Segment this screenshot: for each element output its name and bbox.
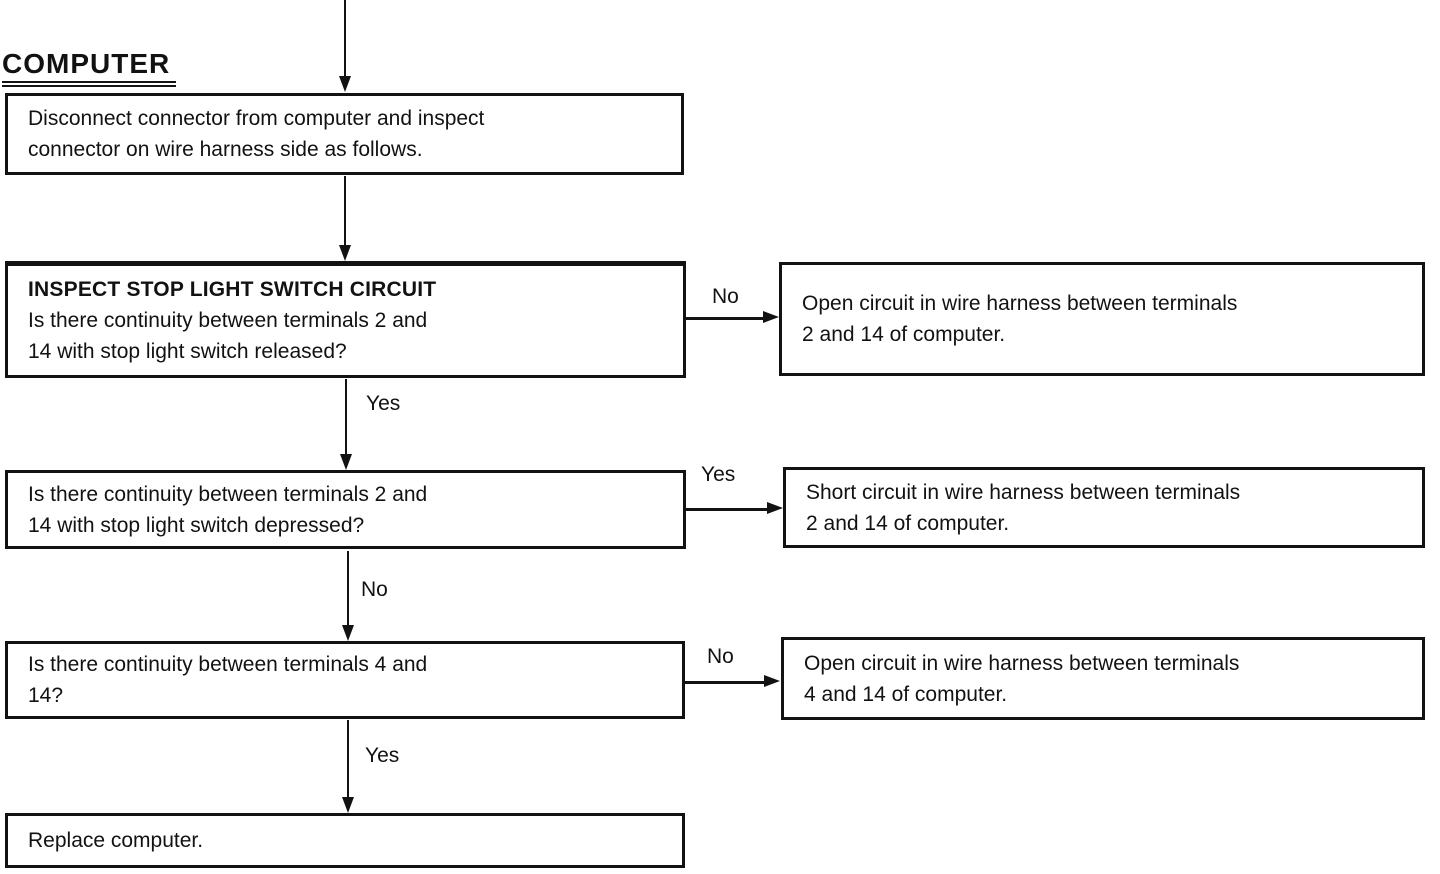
result-box-open-circuit-2-14: Open circuit in wire harness between ter… — [779, 262, 1425, 376]
result-box-short-circuit-2-14: Short circuit in wire harness between te… — [783, 467, 1425, 548]
box-text-line: Is there continuity between terminals 2 … — [28, 309, 428, 332]
box-text-line: 14 with stop light switch depressed? — [28, 513, 365, 537]
connector-line-vertical — [347, 551, 349, 625]
box-text-line: 2 and 14 of computer. — [806, 511, 1010, 535]
connector-line-horizontal — [685, 317, 763, 320]
connector-line-vertical — [344, 176, 346, 245]
arrow-down-icon — [339, 245, 351, 261]
arrow-right-icon — [763, 311, 779, 323]
box-text-line: 14? — [28, 684, 64, 707]
arrow-right-icon — [767, 502, 783, 514]
box-text-line: connector on wire harness side as follow… — [28, 138, 423, 161]
edge-label-no-4-14: No — [707, 645, 734, 668]
arrow-down-icon — [339, 76, 351, 92]
decision-box-terminals-4-14-continuity: Is there continuity between terminals 4 … — [5, 641, 685, 719]
result-box-open-circuit-4-14: Open circuit in wire harness between ter… — [781, 637, 1425, 720]
box-heading: INSPECT STOP LIGHT SWITCH CIRCUIT — [28, 278, 437, 301]
page-title: COMPUTER — [2, 48, 177, 87]
edge-label-yes-4-14: Yes — [365, 744, 400, 767]
process-box-disconnect-connector: Disconnect connector from computer and i… — [5, 93, 684, 175]
connector-line-vertical — [345, 379, 347, 454]
arrow-down-icon — [340, 454, 352, 470]
box-text-line: Is there continuity between terminals 4 … — [28, 653, 428, 676]
box-text-line: 14 with stop light switch released? — [28, 340, 347, 363]
arrow-down-icon — [342, 625, 354, 641]
edge-label-no-released: No — [712, 285, 739, 308]
box-text-line: Replace computer. — [28, 829, 204, 852]
decision-box-stop-light-continuity-released: INSPECT STOP LIGHT SWITCH CIRCUIT Is the… — [5, 261, 686, 378]
box-text-line: Disconnect connector from computer and i… — [28, 107, 485, 130]
connector-line-vertical — [344, 0, 346, 76]
box-text-line: Open circuit in wire harness between ter… — [804, 651, 1240, 675]
decision-box-stop-light-continuity-depressed: Is there continuity between terminals 2 … — [5, 470, 686, 549]
action-box-replace-computer: Replace computer. — [5, 813, 685, 868]
box-text-line: 2 and 14 of computer. — [802, 323, 1006, 346]
box-text-line: Short circuit in wire harness between te… — [806, 480, 1241, 504]
box-text-line: Open circuit in wire harness between ter… — [802, 292, 1238, 315]
box-text-line: 4 and 14 of computer. — [804, 682, 1008, 706]
box-text-line: Is there continuity between terminals 2 … — [28, 482, 428, 506]
edge-label-yes-released: Yes — [366, 392, 401, 415]
connector-line-horizontal — [685, 681, 764, 684]
edge-label-yes-depressed: Yes — [701, 463, 736, 486]
arrow-right-icon — [764, 675, 780, 687]
connector-line-horizontal — [686, 508, 767, 511]
edge-label-no-depressed: No — [361, 578, 388, 601]
arrow-down-icon — [342, 797, 354, 813]
connector-line-vertical — [347, 720, 349, 797]
